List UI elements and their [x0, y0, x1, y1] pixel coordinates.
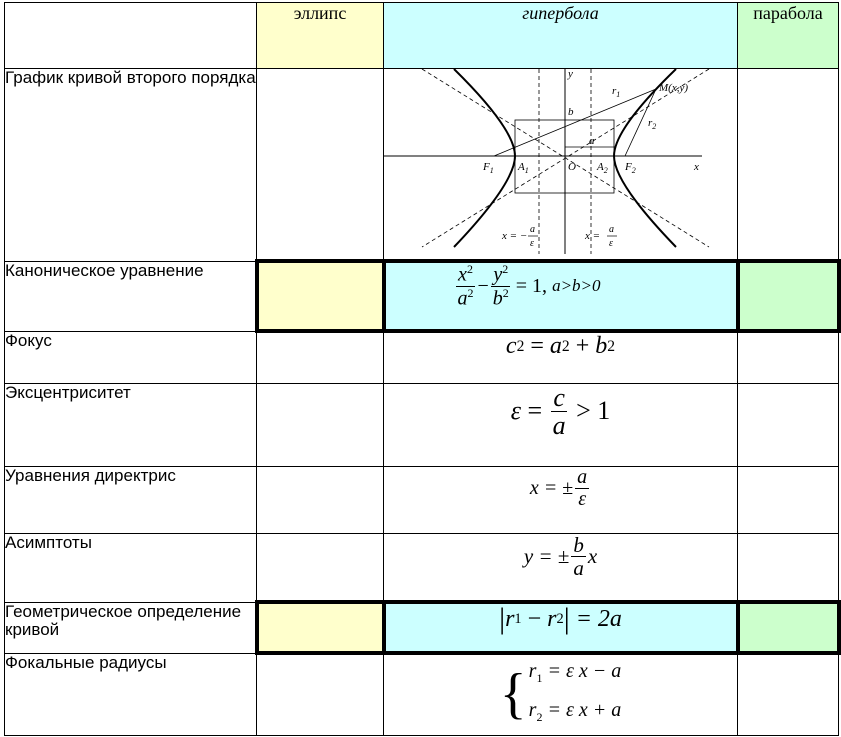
- graph-hyperbola-cell: M(x,y) r1 r2 b a F1 A1 O A2 F2 x y x = −…: [383, 68, 738, 262]
- b-label: b: [568, 106, 574, 118]
- eccentricity-hyperbola-cell: ε = c a > 1: [383, 382, 738, 467]
- row-eccentricity: Эксцентриситет ε = c a > 1: [4, 382, 839, 467]
- directrix-hyperbola-cell: x = ± a ε: [383, 465, 738, 534]
- system-brace: {: [499, 663, 527, 725]
- focal-formula: { r1 = ε x − a r2 = ε x + a: [499, 660, 622, 725]
- directrix-left-den: ε: [530, 238, 534, 249]
- r2-label: r2: [648, 117, 656, 131]
- asymptotes-hyperbola-cell: y = ± b a x: [383, 532, 738, 603]
- corner-cell: [4, 2, 257, 69]
- graph-ellipse-cell: [256, 68, 384, 262]
- canonical-ellipse-cell: [254, 259, 386, 333]
- frac-a-eps: a ε: [575, 465, 590, 510]
- focal-parabola-cell: [737, 652, 839, 736]
- row-directrix: Уравнения директрис x = ± a ε: [4, 465, 839, 534]
- focal-ellipse-cell: [256, 652, 384, 736]
- a-label: a: [589, 135, 595, 147]
- A2-label: A2: [596, 161, 608, 175]
- directrix-formula: x = ± a ε: [529, 465, 590, 510]
- canonical-formula: x2 a2 − y2 b2 = 1, a>b>0: [456, 262, 601, 310]
- label-directrix: Уравнения директрис: [4, 465, 257, 534]
- directrix-parabola-cell: [737, 465, 839, 534]
- directrix-right-label: x =: [584, 230, 600, 242]
- row-canonical: Каноническое уравнение x2 a2 − y2 b2 = 1…: [4, 259, 841, 333]
- conic-comparison-table: эллипс гипербола парабола График кривой …: [4, 2, 841, 736]
- hyperbola-left-branch: [453, 68, 517, 248]
- focal-radius-r1: [493, 88, 657, 157]
- focal-radius-r2: [624, 88, 657, 157]
- focal-hyperbola-cell: { r1 = ε x − a r2 = ε x + a: [383, 652, 738, 736]
- asymptotes-ellipse-cell: [256, 532, 384, 603]
- directrix-left-label: x = −: [501, 230, 527, 242]
- label-canonical: Каноническое уравнение: [4, 260, 257, 332]
- focus-parabola-cell: [737, 330, 839, 384]
- geometric-parabola-cell: [735, 600, 841, 655]
- O-label: O: [568, 161, 576, 173]
- y-axis-label: y: [567, 69, 573, 80]
- frac-y2-b2: y2 b2: [491, 262, 511, 310]
- focus-ellipse-cell: [256, 330, 384, 384]
- header-row: эллипс гипербола парабола: [4, 2, 839, 69]
- row-focal-radii: Фокальные радиусы { r1 = ε x − a r2 = ε …: [4, 652, 839, 736]
- graph-parabola-cell: [737, 68, 839, 262]
- asymptotes-parabola-cell: [737, 532, 839, 603]
- A1-label: A1: [517, 161, 529, 175]
- eccentricity-formula: ε = c a > 1: [510, 382, 611, 440]
- header-ellipse: эллипс: [256, 2, 384, 69]
- label-eccentricity: Эксцентриситет: [4, 382, 257, 467]
- label-graph: График кривой второго порядка: [4, 68, 257, 262]
- frac-b-a: b a: [571, 532, 586, 580]
- canonical-hyperbola-cell: x2 a2 − y2 b2 = 1, a>b>0: [381, 259, 740, 333]
- hyperbola-right-branch: [612, 68, 677, 248]
- label-asymptotes: Асимптоты: [4, 532, 257, 603]
- directrix-left-num: a: [530, 224, 535, 235]
- header-hyperbola: гипербола: [383, 2, 738, 69]
- directrix-right-den: ε: [609, 238, 613, 249]
- header-parabola: парабола: [737, 2, 839, 69]
- point-M-label: M(x,y): [658, 82, 688, 94]
- x-axis-label: x: [693, 161, 699, 173]
- label-focus: Фокус: [4, 330, 257, 384]
- F1-label: F1: [482, 161, 494, 175]
- r1-label: r1: [612, 85, 620, 99]
- label-geometric: Геометрическое определение кривой: [4, 601, 257, 654]
- frac-x2-a2: x2 a2: [456, 262, 475, 310]
- asymptotes-formula: y = ± b a x: [523, 532, 598, 580]
- asymptote-2: [421, 68, 710, 248]
- directrix-right-num: a: [609, 224, 614, 235]
- canonical-parabola-cell: [735, 259, 841, 333]
- eccentricity-ellipse-cell: [256, 382, 384, 467]
- directrix-ellipse-cell: [256, 465, 384, 534]
- F2-label: F2: [624, 161, 636, 175]
- label-focal-radii: Фокальные радиусы: [4, 652, 257, 736]
- eccentricity-parabola-cell: [737, 382, 839, 467]
- frac-c-a: c a: [551, 382, 567, 440]
- hyperbola-graph: M(x,y) r1 r2 b a F1 A1 O A2 F2 x y x = −…: [384, 68, 710, 254]
- row-graph: График кривой второго порядка: [4, 68, 839, 262]
- geometric-ellipse-cell: [254, 600, 386, 655]
- row-asymptotes: Асимптоты y = ± b a x: [4, 532, 839, 603]
